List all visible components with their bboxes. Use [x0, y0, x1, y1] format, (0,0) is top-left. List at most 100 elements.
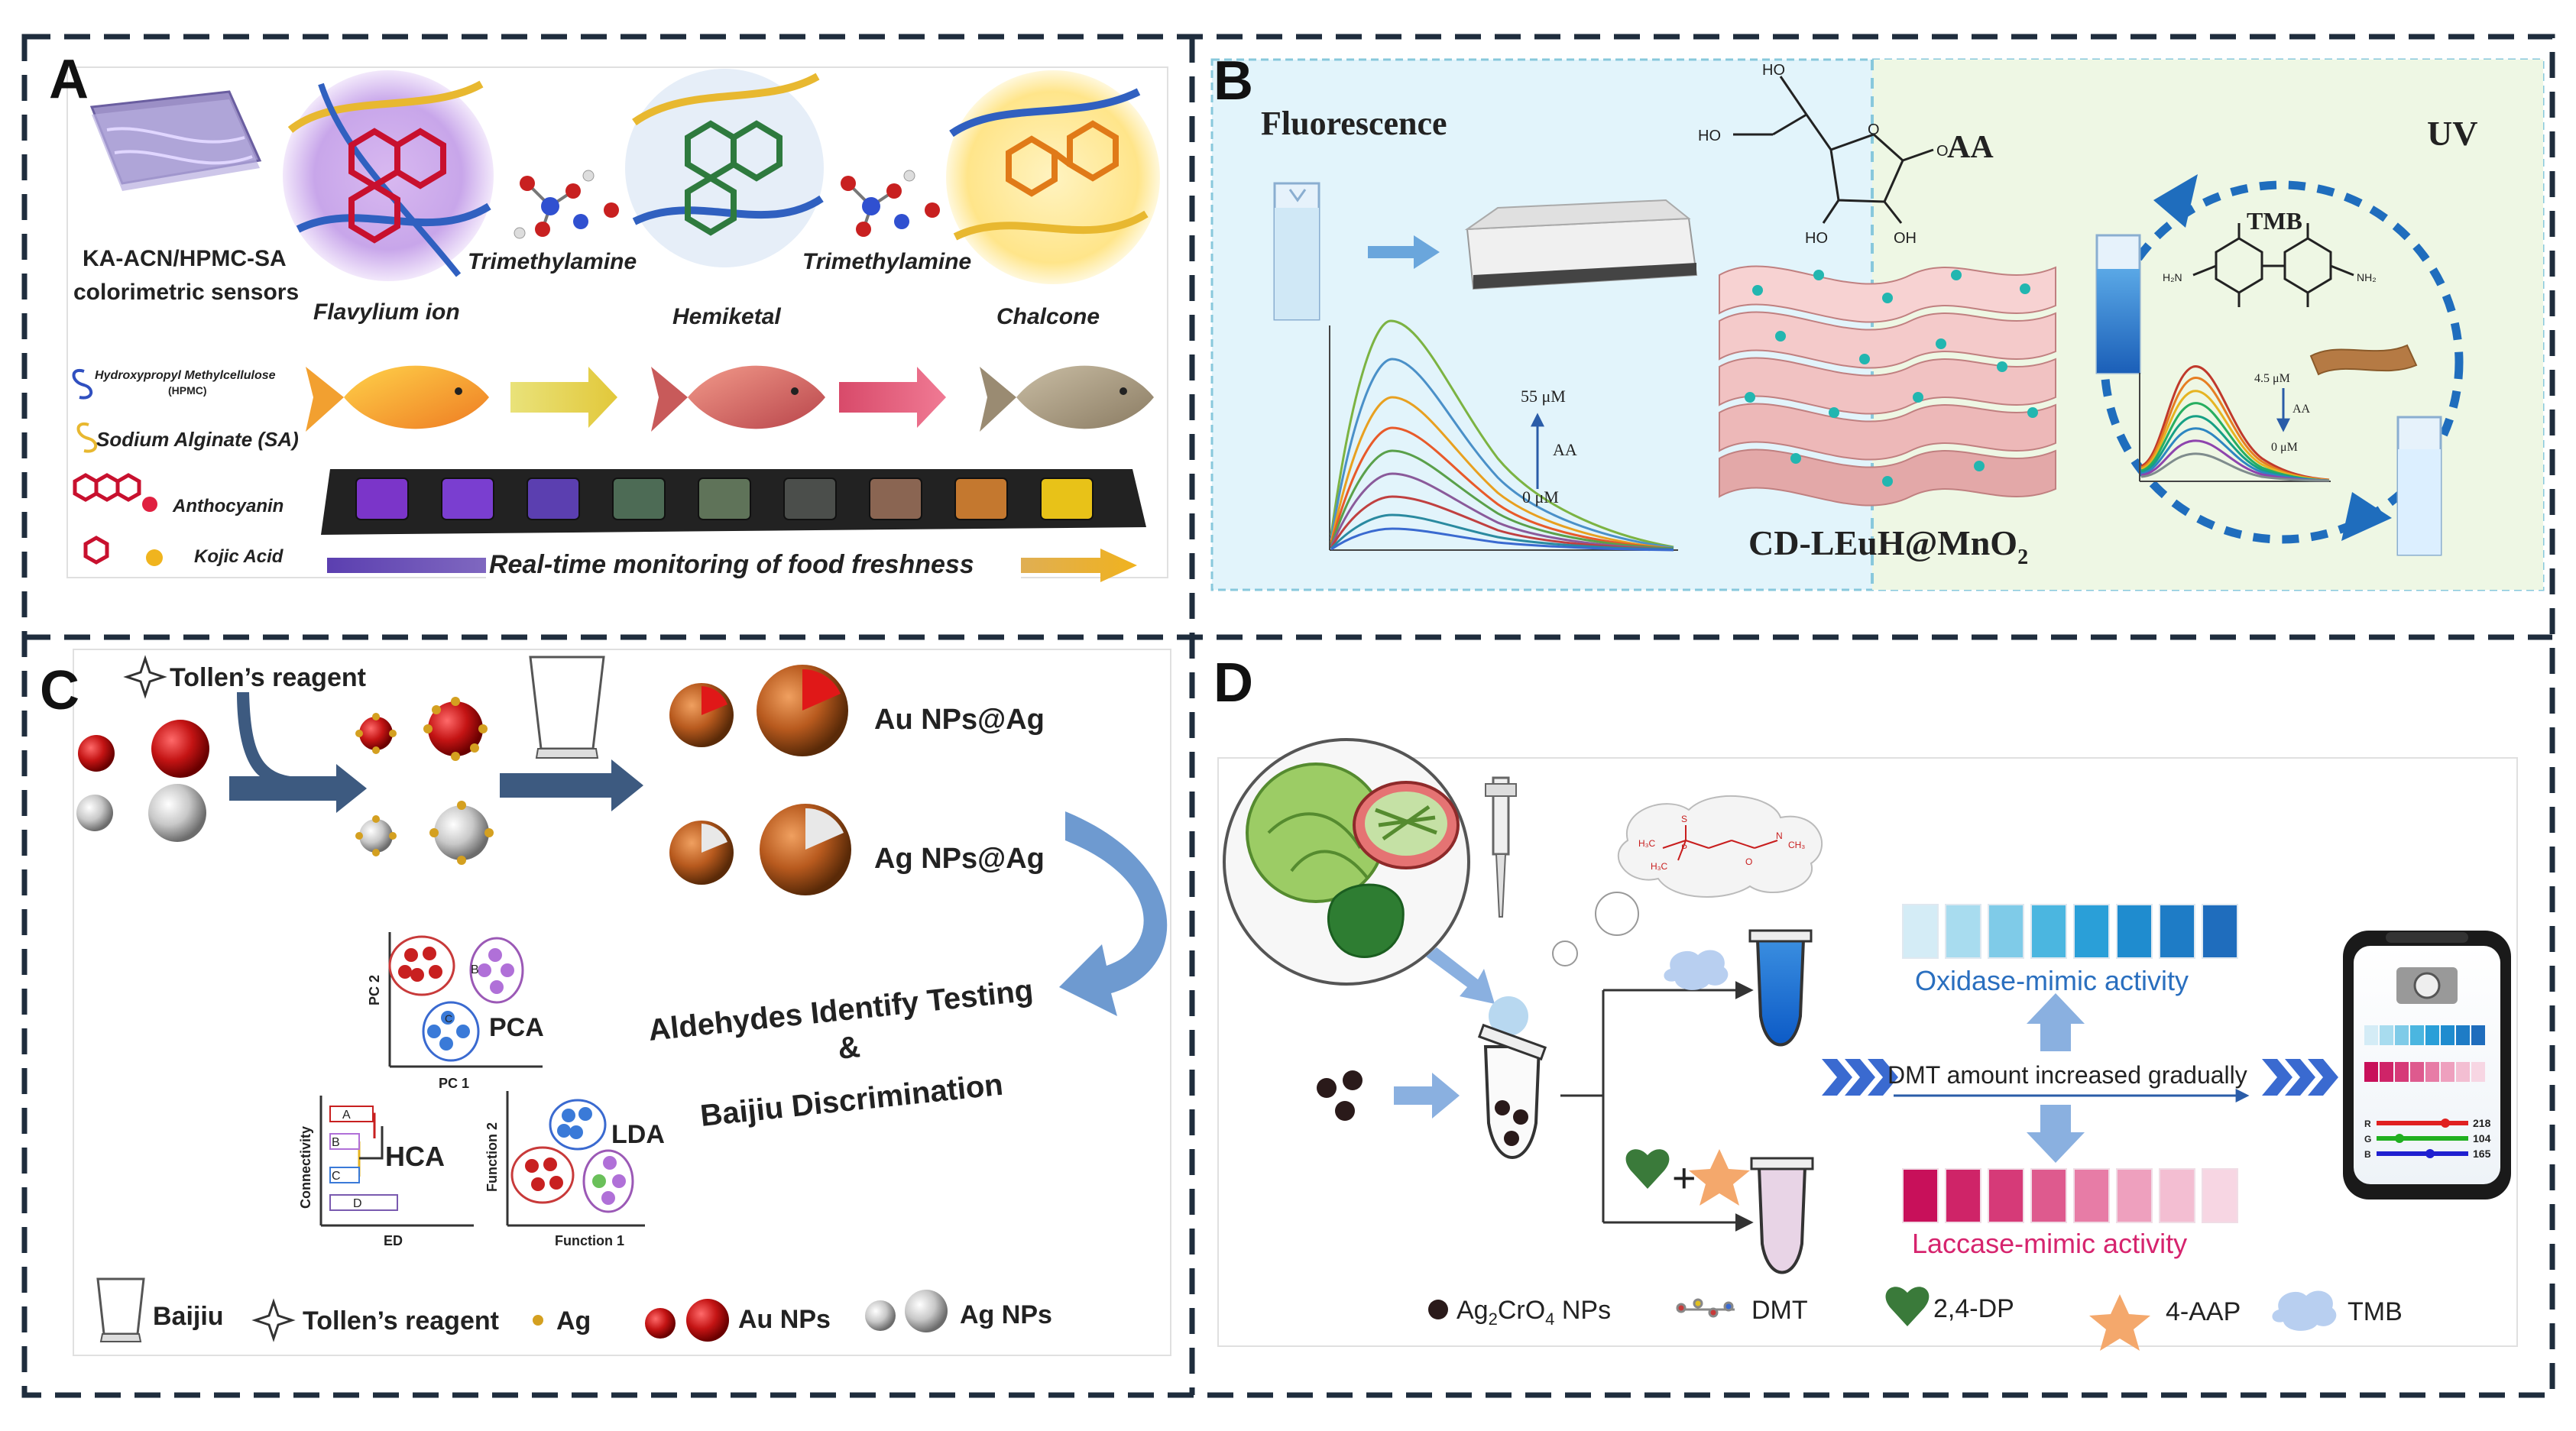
- hca-a-box: [329, 1106, 374, 1122]
- dmt-mol-h3c-2: H₃C: [1651, 861, 1668, 872]
- au-np-small: [78, 735, 115, 772]
- oxidase-well-2: [1945, 904, 1981, 959]
- au-core-shell-large: [757, 665, 848, 756]
- legend-hpmc-abbr: (HPMC): [168, 384, 207, 397]
- tmb-nh2: NH₂: [2357, 271, 2377, 283]
- uv-spectra: [2139, 365, 2331, 482]
- function2-label: Function 2: [484, 1122, 500, 1192]
- veg-to-tube-arrow: [1426, 947, 1495, 1004]
- laccase-well-row: [1902, 1168, 2238, 1223]
- aa-oh-bottom: OH: [1894, 230, 1917, 247]
- baijiu-cup-icon: [529, 656, 605, 750]
- phone-pink-well-6: [2441, 1062, 2454, 1082]
- legend-kojic: Kojic Acid: [194, 546, 284, 567]
- lda-plot: [506, 1091, 645, 1227]
- np-dot-1: [1317, 1078, 1337, 1098]
- reaction-tube: [1477, 1023, 1547, 1159]
- np-dot-3: [1335, 1101, 1355, 1121]
- strip-well-6: [783, 478, 837, 520]
- fl-aa-label: AA: [1553, 440, 1577, 459]
- kojic-acid-icon: [83, 536, 109, 565]
- uv-conc-bottom: 0 μM: [2271, 441, 2298, 454]
- laccase-well-5: [2073, 1168, 2110, 1223]
- panel-b: B Fluorescence UV: [1210, 50, 2545, 591]
- rgb-r-value: 218: [2473, 1117, 2491, 1129]
- sa-icon: [76, 422, 97, 453]
- legend-ag-dot: [533, 1315, 543, 1326]
- legend-au-np-small: [645, 1308, 676, 1339]
- spectrometer-icon: [1464, 199, 1698, 290]
- flavylium-label: Flavylium ion: [313, 299, 460, 325]
- oxidase-well-row: [1902, 904, 2238, 959]
- ag-core-shell-large: [760, 804, 851, 895]
- phone-blue-well-4: [2410, 1025, 2424, 1045]
- heart-24dp-icon: [1625, 1149, 1670, 1189]
- fish-fresh-icon: [306, 365, 489, 432]
- sensor-film-icon: [89, 90, 262, 191]
- oxidase-well-4: [2030, 904, 2067, 959]
- blue-result-tube: [1748, 929, 1813, 1047]
- oxidase-label: Oxidase-mimic activity: [1915, 965, 2189, 996]
- oxidase-well-3: [1988, 904, 2024, 959]
- ag-np-decorated-small: [355, 815, 397, 856]
- tmb-label: TMB: [2247, 207, 2302, 235]
- laccase-well-8: [2202, 1168, 2238, 1223]
- laccase-well-6: [2116, 1168, 2153, 1223]
- phone-blue-well-5: [2425, 1025, 2439, 1045]
- star-4aap-icon: [1689, 1149, 1750, 1206]
- pipette-icon: [1485, 776, 1517, 918]
- fluorescence-spectra: [1329, 319, 1678, 552]
- strip-well-8: [954, 478, 1008, 520]
- legend-ag2cro4: Ag2CrO4 NPs: [1456, 1296, 1611, 1329]
- rgb-b-value: 165: [2473, 1148, 2491, 1160]
- chalcone-label: Chalcone: [996, 304, 1100, 329]
- legend-tmb: TMB: [2348, 1297, 2403, 1326]
- monitoring-label: Real-time monitoring of food freshness: [489, 550, 974, 579]
- fluorescence-label: Fluorescence: [1261, 105, 1447, 142]
- panel-c: C Tollen’s reagent: [40, 649, 1171, 1356]
- sensor-label-1: KA-ACN/HPMC-SA: [83, 246, 287, 271]
- dmt-mol-ch3: CH₃: [1788, 840, 1805, 850]
- aa-keto-o: O: [1936, 143, 1949, 160]
- ed-label: ED: [384, 1233, 403, 1248]
- rgb-g-label: G: [2364, 1134, 2371, 1144]
- smartphone-icon: [2343, 931, 2511, 1200]
- legend-tmb-icon: [2272, 1290, 2337, 1331]
- legend-tollens-icon: [251, 1298, 296, 1342]
- legend-ag-np-large: [905, 1290, 948, 1332]
- strip-well-9: [1040, 478, 1094, 520]
- laccase-well-1: [1902, 1168, 1939, 1223]
- pca-cluster-a: A: [417, 939, 425, 951]
- branch-lines: [1560, 981, 1754, 1232]
- pc1-label: PC 1: [439, 1076, 469, 1091]
- hemiketal-sphere: [625, 69, 824, 267]
- legend-sa: Sodium Alginate (SA): [96, 428, 299, 451]
- chalcone-sphere: [946, 70, 1160, 284]
- legend-hpmc: Hydroxypropyl Methylcellulose: [95, 369, 276, 382]
- uv-aa: AA: [2292, 403, 2311, 416]
- sensor-label-2: colorimetric sensors: [73, 280, 299, 305]
- legend-24dp: 2,4-DP: [1933, 1294, 2014, 1323]
- aa-ho-bottom: HO: [1805, 230, 1828, 247]
- sensor-strip-wells: [355, 478, 1094, 520]
- oxidase-well-1: [1902, 904, 1939, 959]
- np-to-tube-arrow: [1394, 1073, 1460, 1119]
- hca-b-box: [329, 1133, 360, 1150]
- laccase-well-2: [1945, 1168, 1981, 1223]
- legend-baijiu: Baijiu: [153, 1302, 224, 1331]
- tmb-h2n: H₂N: [2163, 271, 2182, 283]
- kojic-marker: [146, 549, 163, 566]
- ag-core-shell-label: Ag NPs@Ag: [874, 843, 1045, 875]
- trimethylamine-label-1: Trimethylamine: [468, 249, 637, 274]
- pca-plot: [388, 932, 543, 1068]
- dmt-molecule: [1662, 825, 1778, 861]
- dmt-mol-n: N: [1776, 830, 1783, 841]
- thought-bubble-medium: [1595, 892, 1639, 936]
- strip-well-2: [441, 478, 494, 520]
- thought-bubble-small: [1552, 941, 1578, 966]
- legend-baijiu-icon: [96, 1277, 145, 1335]
- trimethylamine-molecule-2: [841, 170, 940, 237]
- phone-pink-well-5: [2425, 1062, 2439, 1082]
- phone-blue-well-7: [2456, 1025, 2470, 1045]
- fl-conc-bottom: 0 μM: [1522, 487, 1559, 507]
